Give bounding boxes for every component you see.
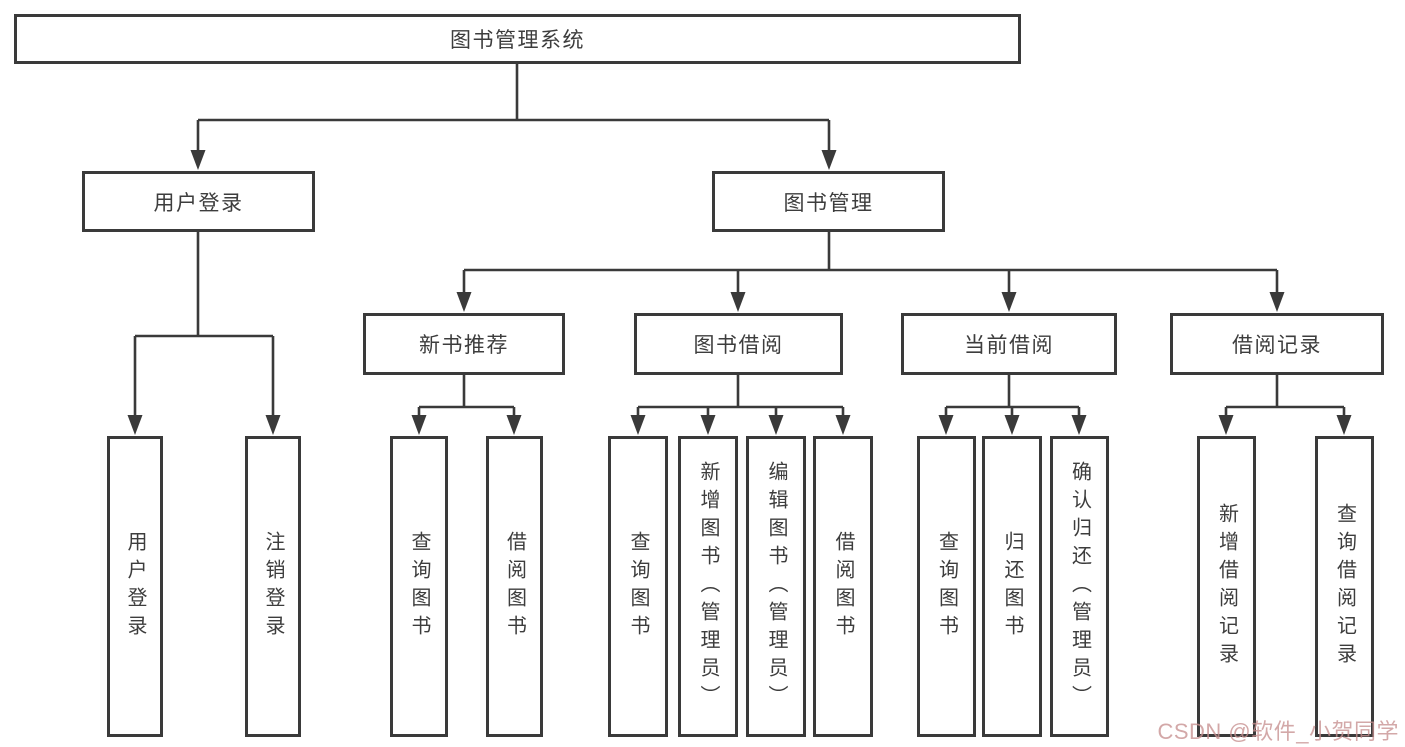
leaf-user-login: 用户登录 <box>107 436 163 737</box>
csdn-watermark: CSDN @软件_小贺同学 <box>1157 719 1399 744</box>
leaf-query-books-recommend: 查询图书 <box>390 436 448 737</box>
leaf-edit-books-admin: 编辑图书（管理员） <box>746 436 806 737</box>
leaf-borrow-books: 借阅图书 <box>813 436 873 737</box>
node-root-system: 图书管理系统 <box>14 14 1021 64</box>
leaf-query-books-current: 查询图书 <box>917 436 976 737</box>
leaf-return-books: 归还图书 <box>982 436 1042 737</box>
node-user-login: 用户登录 <box>82 171 315 232</box>
node-book-borrow: 图书借阅 <box>634 313 843 375</box>
leaf-borrow-books-recommend: 借阅图书 <box>486 436 543 737</box>
node-borrow-records: 借阅记录 <box>1170 313 1384 375</box>
node-new-book-recommend: 新书推荐 <box>363 313 565 375</box>
node-book-management: 图书管理 <box>712 171 945 232</box>
leaf-query-books-borrow: 查询图书 <box>608 436 668 737</box>
leaf-confirm-return-admin: 确认归还（管理员） <box>1050 436 1109 737</box>
leaf-add-borrow-record: 新增借阅记录 <box>1197 436 1256 737</box>
leaf-query-borrow-record: 查询借阅记录 <box>1315 436 1374 737</box>
node-current-borrow: 当前借阅 <box>901 313 1117 375</box>
arrowheads <box>127 150 1352 435</box>
leaf-add-books-admin: 新增图书（管理员） <box>678 436 738 737</box>
leaf-logout: 注销登录 <box>245 436 301 737</box>
